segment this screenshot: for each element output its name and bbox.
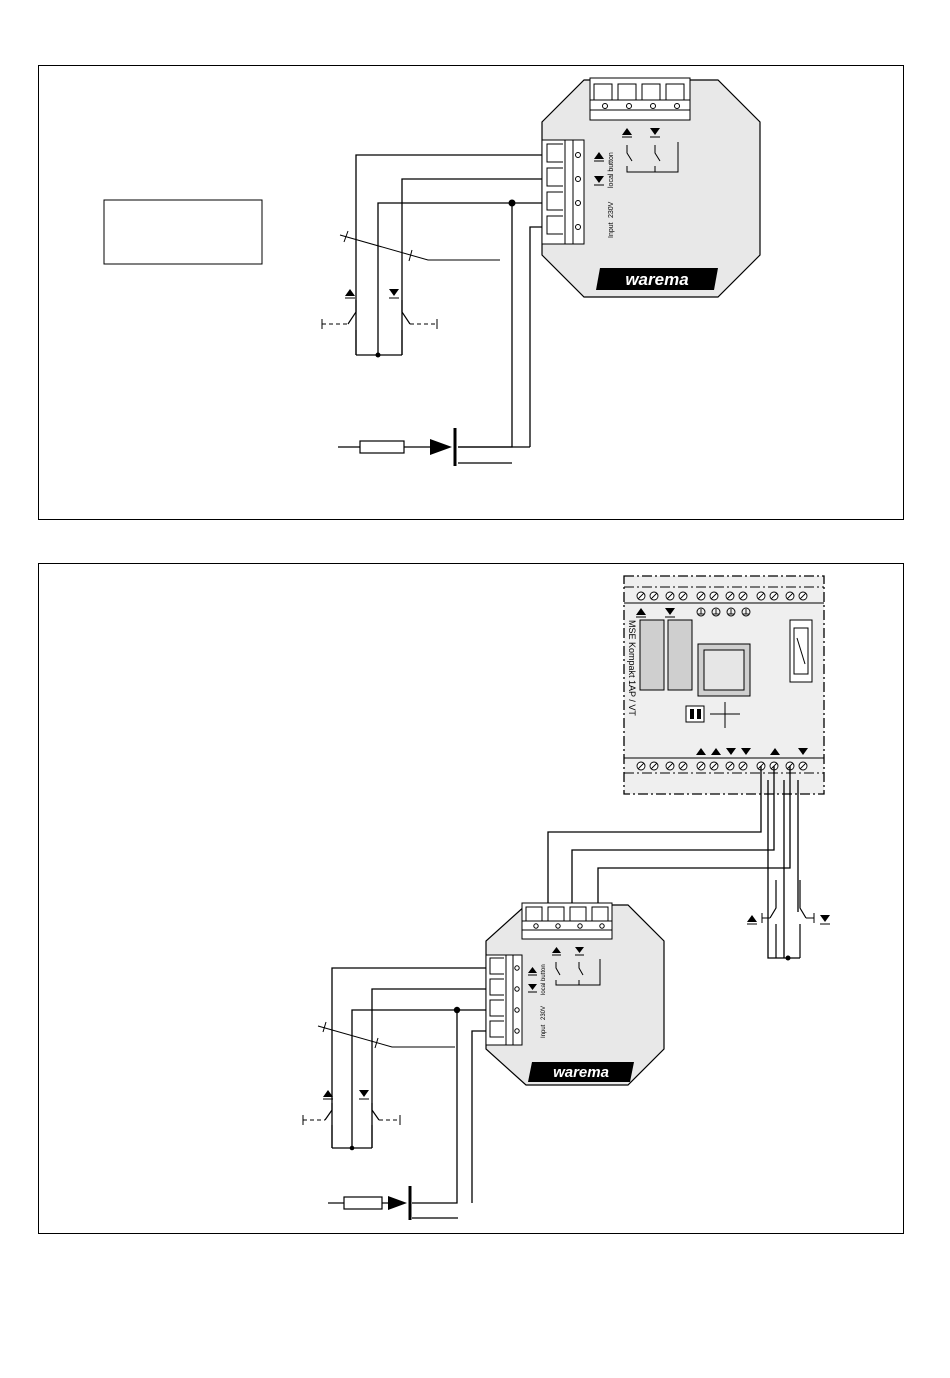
voltage-label-2: 230V: [541, 1006, 547, 1020]
down-arrow-icon: [359, 1090, 369, 1099]
local-button-label-2: local button: [541, 964, 547, 995]
up-arrow-icon: [747, 915, 757, 924]
down-arrow-icon: [820, 915, 830, 924]
fuse-icon: [328, 1186, 410, 1220]
controller-label: MSE Kompakt 1AP / VT: [627, 620, 637, 716]
brand-logo-text-2: warema: [553, 1064, 609, 1081]
input-label-2: Input: [541, 1024, 547, 1038]
